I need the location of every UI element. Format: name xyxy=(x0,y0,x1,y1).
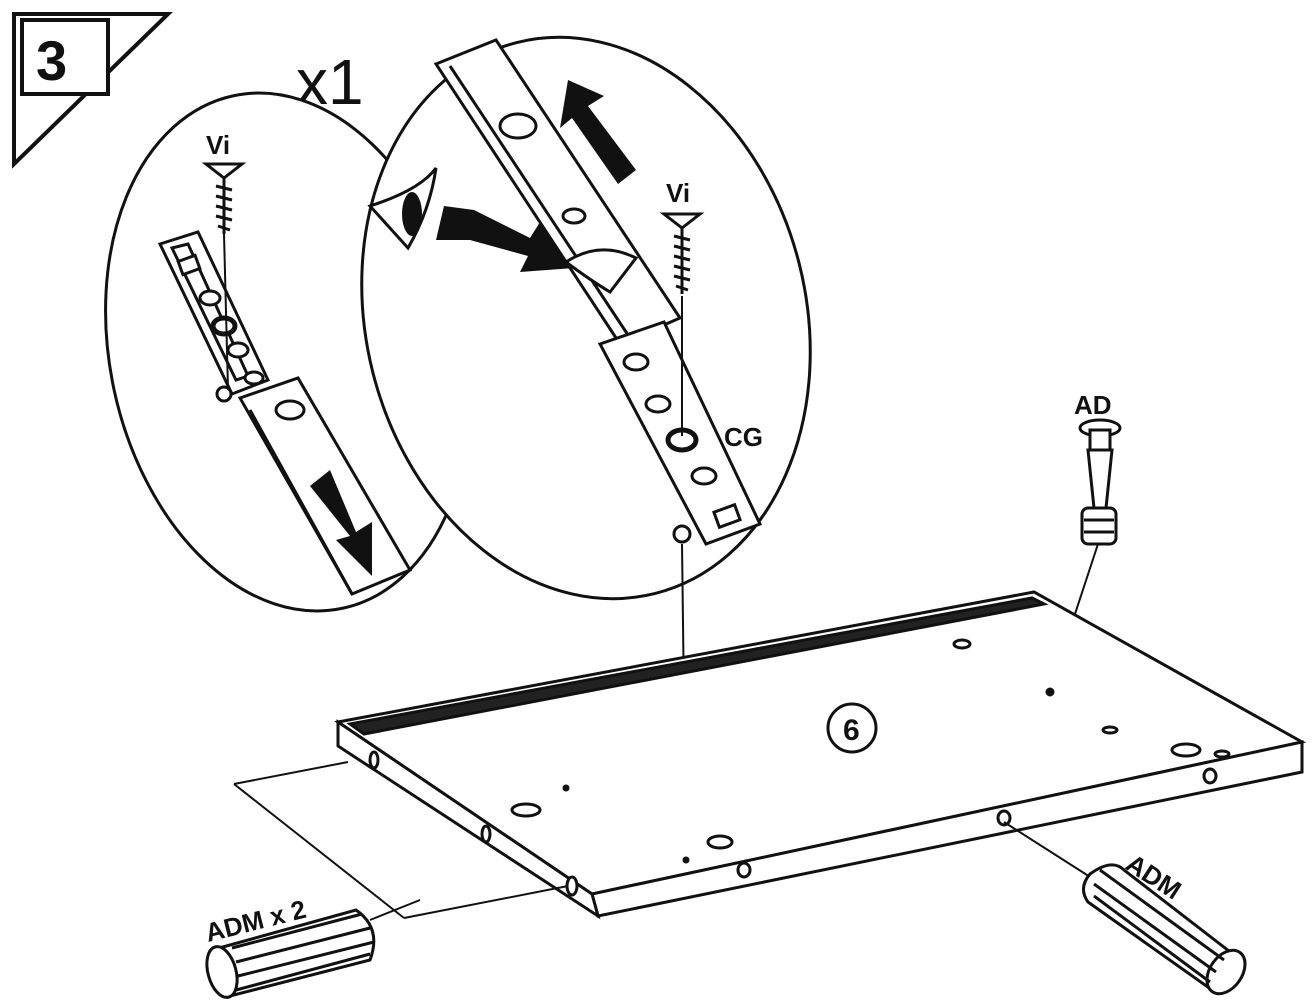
drawer-slide-rail-right xyxy=(433,38,763,546)
leader-line-bottom-right xyxy=(1003,821,1099,883)
screw-label-right: Vi xyxy=(666,178,690,208)
slide-part-label: CG xyxy=(724,422,763,452)
detail-callout-left: Vi xyxy=(104,91,472,613)
screw-hole-highlight-left xyxy=(210,315,238,337)
panel-groove xyxy=(346,596,1049,736)
screw-icon xyxy=(659,212,705,436)
panel-number: 6 xyxy=(843,714,860,747)
dowel-label-top: AD xyxy=(1074,390,1112,420)
leader-lines-bottom-left xyxy=(233,761,569,921)
step-number: 3 xyxy=(36,29,67,92)
panel-6 xyxy=(334,590,1307,920)
eye-icon xyxy=(367,167,438,251)
screw-label-left: Vi xyxy=(206,130,230,160)
arrow-down-icon xyxy=(310,470,372,576)
detail-callout-right: Vi CG xyxy=(360,35,812,601)
arrow-right-icon xyxy=(436,206,574,272)
arrow-up-icon xyxy=(560,80,636,184)
screw-icon xyxy=(201,162,247,391)
dowel-icon xyxy=(205,908,376,999)
dowel-icon xyxy=(1049,418,1122,691)
dowel-icon xyxy=(1082,863,1247,996)
step-badge: 3 xyxy=(12,12,173,169)
